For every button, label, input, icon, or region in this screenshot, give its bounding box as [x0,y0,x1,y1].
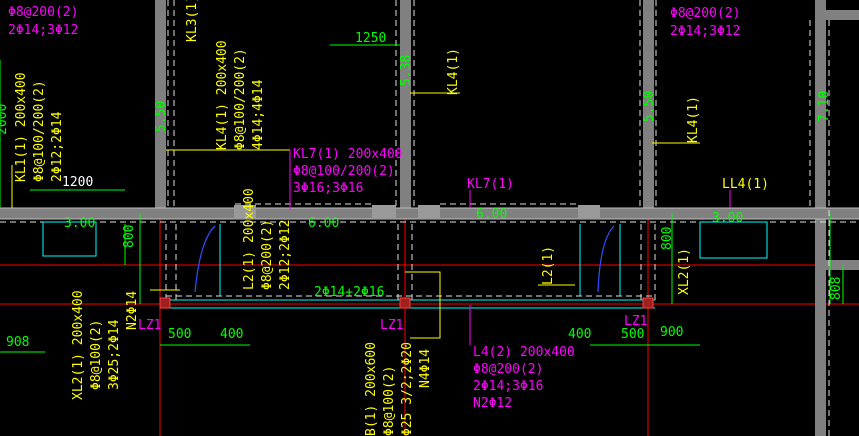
dimension-lines [0,44,844,353]
xl2-left-bars: 3Φ25;2Φ14 [107,319,122,390]
kl7-stirrup: Φ8@100/200(2) [293,164,395,179]
elev-538-center: 5.38 [399,55,414,86]
xl2-right-label: XL2(1) [677,248,692,295]
lz1-center-label: LZ1 [380,318,403,333]
kl4-center-label: KL4(1) [446,48,461,95]
wall-junction-squares [234,205,600,219]
kl4-left-bars: 4Φ14;4Φ14 [251,79,266,150]
dim-800-left: 800 [122,225,137,248]
kl1-stirrup: Φ8@100/200(2) [32,80,47,182]
elev-center-label: 6.00 [308,216,339,231]
dim-1250: 1250 [355,31,386,46]
kl4-left-name: KL4(1) 200x400 [215,40,230,150]
tl-stirrup-label: Φ8@200(2) [8,5,78,20]
dim-808: 808 [829,277,844,300]
l4-name: L4(2) 200x400 [473,345,575,360]
column-markers [159,297,654,309]
dimension-texts: 1250 1200 800 800 808 908 500 400 400 50… [0,31,844,350]
dim-400-right: 400 [568,327,591,342]
b-bottom-bars: Φ25 3/2;2Φ20 [400,342,415,436]
dim-500-left: 500 [168,327,191,342]
leader-lines-magenta [289,150,731,345]
kl3-label: KL3(1) [185,0,200,42]
kl4-left-stirrup: Φ8@100/200(2) [233,48,248,150]
l2-left-bars: 2Φ12;2Φ12 [278,220,293,290]
b-bottom-extra: N4Φ14 [418,349,433,388]
stair-curves [194,225,615,293]
elev-right-label: 3.00 [712,211,743,226]
kl7-name: KL7(1) 200x400 [293,147,403,162]
leader-lines [11,92,700,291]
ll4-label: LL4(1) [722,177,769,192]
dim-2000: 2000 [0,104,10,135]
dim-900-right: 900 [660,325,683,340]
elev-550-right: 5.50 [642,91,657,122]
kl1-bars: 2Φ12;2Φ14 [50,111,65,182]
kl1-name: KL1(1) 200x400 [14,72,29,182]
tl-bars-label: 2Φ14;3Φ12 [8,23,78,38]
elev-550-left: 5.50 [154,101,169,132]
elev-left-label: 3.00 [64,216,95,231]
beam-labels: Φ8@200(2) 2Φ14;3Φ12 Φ8@200(2) 2Φ14;3Φ12 … [8,0,769,436]
dim-500-right: 500 [621,327,644,342]
dim-800-right: 800 [660,227,675,250]
l2-left-name: L2(1) 200x400 [242,188,257,290]
lz1-left-label: LZ1 [138,318,161,333]
dim-400-left: 400 [220,327,243,342]
bottom-bar-label: 2Φ14+2Φ16 [314,285,384,300]
dim-908: 908 [6,335,29,350]
l4-extra: N2Φ12 [473,396,512,411]
tr-stirrup-label: Φ8@200(2) [670,6,740,21]
tr-bars-label: 2Φ14;3Φ12 [670,24,740,39]
xl2-left-extra: N2Φ14 [125,291,140,330]
kl7-right-label: KL7(1) [467,177,514,192]
kl7-bars: 3Φ16;3Φ16 [293,181,363,196]
dim-1200: 1200 [62,175,93,190]
callout-box [405,271,441,339]
l2-right-label: L2(1) [541,246,556,285]
elevation-labels: 3.00 6.00 6.00 3.00 5.50 5.38 5.50 7.10 [64,55,832,231]
elev-710: 7.10 [817,91,832,122]
xl2-left-name: XL2(1) 200x400 [71,290,86,400]
l2-left-stirrup: Φ8@200(2) [260,220,275,290]
lz1-right-label: LZ1 [624,314,647,329]
b-bottom-stirrup: Φ8@100(2) [382,366,397,436]
b-bottom-name: B(1) 200x600 [364,342,379,436]
elev-center2-label: 6.00 [476,207,507,222]
l4-stirrup: Φ8@200(2) [473,362,543,377]
xl2-left-stirrup: Φ8@100(2) [89,320,104,390]
l4-bars: 2Φ14;3Φ16 [473,379,543,394]
kl4-right-label: KL4(1) [686,96,701,143]
